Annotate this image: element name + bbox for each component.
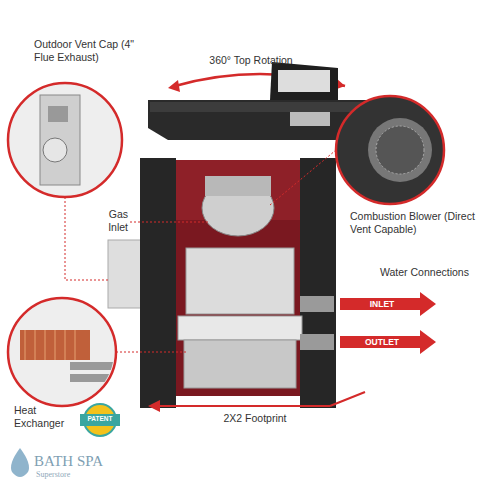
badge-text: PATENT <box>80 415 120 423</box>
callout-label: 2X2 Footprint <box>205 412 305 425</box>
callout-label: Outdoor Vent Cap (4" Flue Exhaust) <box>34 38 146 64</box>
callout-label: Water Connections <box>380 266 480 279</box>
callout-label: Gas Inlet <box>92 208 128 234</box>
callout-label: Heat Exchanger <box>14 404 74 430</box>
watermark: BATH SPA <box>34 452 144 470</box>
arrow-text: OUTLET <box>352 337 412 347</box>
arrow-text: INLET <box>352 299 412 309</box>
callout-label: 360° Top Rotation <box>196 54 306 67</box>
watermark: Superstore <box>36 470 146 480</box>
callout-label: Combustion Blower (Direct Vent Capable) <box>350 210 475 236</box>
